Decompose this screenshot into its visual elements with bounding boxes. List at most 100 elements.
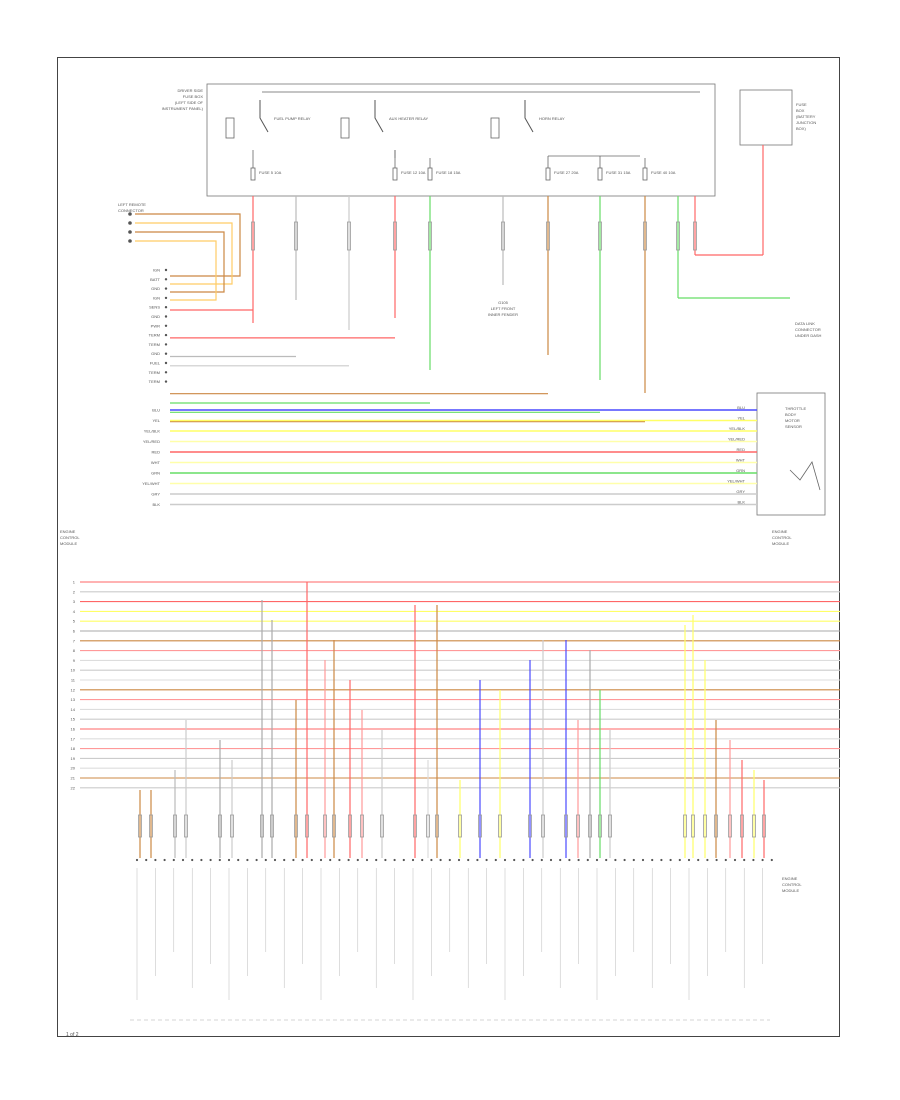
bus-row-number: 13 [71, 697, 76, 702]
ecm-pin [715, 858, 718, 862]
ecm-pin-label: BATT [150, 277, 160, 282]
ecm-pin [522, 858, 525, 862]
ecm-pin [724, 858, 727, 862]
ecm-sensor-pin-label: RED [152, 450, 161, 455]
bus-row-number: 4 [73, 609, 76, 614]
ecm-pin [770, 858, 773, 862]
ecm-pin [531, 858, 534, 862]
ecm-pin [246, 858, 249, 862]
wire-connector [576, 814, 580, 838]
wire-connector [546, 221, 550, 251]
ecm-right-label: CONTROL [772, 535, 792, 540]
ecm-pin-label: SENS [149, 305, 160, 310]
wire-connector [498, 814, 502, 838]
wire-connector [428, 221, 432, 251]
ecm-pin [181, 858, 185, 862]
ecm-pin [164, 380, 168, 383]
ecm-pin [641, 858, 645, 862]
ecm-pin [457, 858, 461, 862]
relay-coil [225, 117, 235, 139]
ecm-pin [586, 858, 589, 862]
connector-pin [128, 221, 132, 225]
ecm-pin-label: IGN [153, 295, 160, 300]
wire-connector [380, 814, 384, 838]
ecm-pin [476, 858, 479, 862]
ecm-pin [421, 858, 424, 862]
wire-connector [478, 814, 482, 838]
ecm-pin [568, 858, 571, 862]
fuse-label: FUSE 18 15A [436, 170, 461, 175]
ecm-pin [301, 858, 304, 862]
connector-pin [128, 230, 132, 234]
sensor-wire-label: YEL [737, 416, 745, 421]
bus-row-number: 10 [71, 668, 76, 673]
bus-row-number: 3 [73, 599, 76, 604]
ecm-bottom-label: MODULE [782, 888, 799, 893]
ecm-pin [430, 858, 433, 862]
wire-connector [683, 814, 687, 838]
bus-row-number: 18 [71, 746, 76, 751]
wire-connector [270, 814, 274, 838]
bus-row-number: 20 [71, 766, 76, 771]
fuse-symbol [597, 167, 603, 181]
wire-connector [435, 814, 439, 838]
sensor-connector [756, 392, 826, 516]
ecm-pin [273, 858, 277, 862]
battery-block-label: JUNCTION [796, 120, 816, 125]
ecm-pin [145, 858, 148, 862]
ecm-pin [697, 858, 700, 862]
ecm-pin [402, 858, 405, 862]
upper-module-title: INSTRUMENT PANEL) [162, 106, 204, 111]
ecm-pin [706, 858, 709, 862]
fuse-label: FUSE 5 10A [259, 170, 282, 175]
ecm-pin-label: IGN [153, 268, 160, 273]
data-link-label: DATA LINK [795, 321, 815, 326]
ecm-pin [448, 858, 451, 862]
left-connector-wire [135, 240, 217, 301]
ecm-pin [384, 858, 387, 862]
ecm-pin [163, 858, 166, 862]
ecm-pin [172, 858, 175, 862]
ecm-pin [494, 858, 497, 862]
wire-connector [294, 221, 298, 251]
wire-connector [348, 814, 352, 838]
fuse-label: FUSE 27 20A [554, 170, 579, 175]
ecm-pin [329, 858, 332, 862]
wire-connector [173, 814, 177, 838]
connector-pin [128, 239, 132, 243]
bus-row-number: 1 [73, 580, 76, 585]
wire-connector [501, 221, 505, 251]
wire-connector [218, 814, 222, 838]
sensor-wire-label: YEL/WHT [727, 479, 745, 484]
ecm-pin [347, 858, 350, 862]
ecm-pin [164, 361, 168, 365]
ecm-pin-label: GND [151, 351, 160, 356]
ground-label: INNER FENDER [488, 312, 518, 317]
wire-connector [643, 221, 647, 251]
ecm-pin [375, 858, 378, 862]
wire-connector [608, 814, 612, 838]
ecm-pin [559, 858, 562, 862]
wire-connector [149, 814, 153, 838]
ecm-sensor-pin-label: BLK [152, 502, 160, 507]
ecm-pin [623, 858, 626, 862]
wire-connector [728, 814, 732, 838]
ecm-sensor-pin-label: YEL [152, 418, 160, 423]
sensor-symbol [789, 461, 821, 491]
ecm-pin [549, 858, 553, 862]
ecm-pin [743, 858, 746, 862]
ecm-pin [283, 858, 286, 862]
sensor-wire-label: GRN [736, 468, 745, 473]
wire-connector [323, 814, 327, 838]
wire-connector [588, 814, 592, 838]
relay-switch [374, 100, 384, 133]
data-link-label: CONNECTOR [795, 327, 821, 332]
ecm-pin [154, 858, 157, 862]
ecm-pin [200, 858, 203, 862]
ecm-pin [752, 858, 755, 862]
ecm-pin [605, 858, 608, 862]
ecm-pin [356, 858, 359, 862]
ecm-pin [393, 858, 396, 862]
wire-connector [347, 221, 351, 251]
